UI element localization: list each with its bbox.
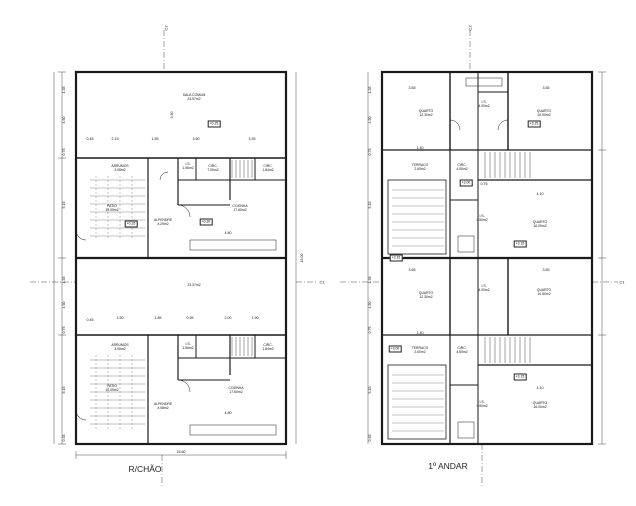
dimension: 3.55 xyxy=(542,268,550,272)
dimension: 5.15 xyxy=(368,201,372,209)
level-mark: +0.15 xyxy=(207,120,221,128)
dimension: 2.15 xyxy=(111,137,119,141)
section-mark: C2 xyxy=(467,25,473,31)
dimension: 1.35 xyxy=(62,86,66,94)
section-mark: C1 xyxy=(619,279,625,285)
dimension: 3.55 xyxy=(542,86,550,90)
room-label: CIRC.7.00m2 xyxy=(207,164,219,172)
dimension: 4.80 xyxy=(224,411,232,415)
dimension: 3.50 xyxy=(170,111,174,119)
dimension: 0.95 xyxy=(186,316,194,320)
level-mark: +3.15 xyxy=(513,373,527,381)
dimension: 1.35 xyxy=(62,276,66,284)
dimension: 1.35 xyxy=(368,276,372,284)
dimension: 3.65 xyxy=(408,268,416,272)
room-label: CIRC.4.50m2 xyxy=(456,346,468,354)
level-mark: +3.00 xyxy=(388,345,402,353)
dimension: 0.75 xyxy=(62,326,66,334)
dimension: 4.50 xyxy=(62,116,66,124)
dimension: 3.65 xyxy=(408,86,416,90)
dimension: 0.35 xyxy=(368,434,372,442)
level-mark: +0.30 xyxy=(199,218,213,226)
level-mark: +3.15 xyxy=(527,120,541,128)
section-mark: C1 xyxy=(319,279,325,285)
dimension: 0.75 xyxy=(368,148,372,156)
dimension: 1.90 xyxy=(251,316,259,320)
room-label: CIRC.1.84m2 xyxy=(262,343,274,351)
level-mark: +0.15 xyxy=(124,220,138,228)
room-label: I.S.1.56m2 xyxy=(182,342,194,350)
dimension: 1.50 xyxy=(116,316,124,320)
dimension: 2.00 xyxy=(224,316,232,320)
dimension: 4.50 xyxy=(368,116,372,124)
dimension: 5.15 xyxy=(62,201,66,209)
room-label: I.S.4.50m2 xyxy=(476,214,488,222)
section-mark: C2 xyxy=(163,25,169,31)
dimension: 0.45 xyxy=(86,318,94,322)
dimension: 4.10 xyxy=(536,386,544,390)
room-label: I.S.4.00m2 xyxy=(478,284,490,292)
total-width-dimension: 15.60 xyxy=(176,450,186,454)
dimension: 1.35 xyxy=(368,86,372,94)
dimension: 3.35 xyxy=(248,137,256,141)
dimension: 0.75 xyxy=(368,326,372,334)
room-label: I.S.4.50m2 xyxy=(476,400,488,408)
dimension: 0.75 xyxy=(62,148,66,156)
room-label: 23.37m2 xyxy=(187,283,201,287)
room-label: CIRC.4.50m2 xyxy=(456,163,468,171)
ground-floor-plan xyxy=(30,30,318,488)
dimension: 1.40 xyxy=(416,146,424,150)
level-mark: +3.15 xyxy=(389,254,403,262)
dimension: 5.15 xyxy=(368,386,372,394)
dimension: 5.15 xyxy=(62,386,66,394)
floor-title-first: 1º ANDAR xyxy=(428,461,468,471)
room-label: I.S.1.56m2 xyxy=(182,162,194,170)
dimension: 4.10 xyxy=(536,192,544,196)
dimension: 0.45 xyxy=(86,137,94,141)
first-floor-plan xyxy=(340,30,618,488)
room-label: CIRC.1.84m2 xyxy=(262,164,274,172)
dimension: 4.50 xyxy=(62,301,66,309)
room-label: I.S.4.00m2 xyxy=(478,100,490,108)
dimension: 0.35 xyxy=(62,434,66,442)
dimension: 1.40 xyxy=(416,331,424,335)
dimension: 4.80 xyxy=(224,231,232,235)
floor-title-ground: R/CHÃO xyxy=(128,464,162,474)
dimension: 0.75 xyxy=(480,182,488,186)
dimension: 15.00 xyxy=(300,253,304,263)
dimension: 4.50 xyxy=(368,301,372,309)
dimension: 3.50 xyxy=(192,137,200,141)
dimension: 1.85 xyxy=(154,316,162,320)
dimension: 1.55 xyxy=(151,137,159,141)
level-mark: +3.00 xyxy=(459,179,473,187)
level-mark: +3.15 xyxy=(513,240,527,248)
